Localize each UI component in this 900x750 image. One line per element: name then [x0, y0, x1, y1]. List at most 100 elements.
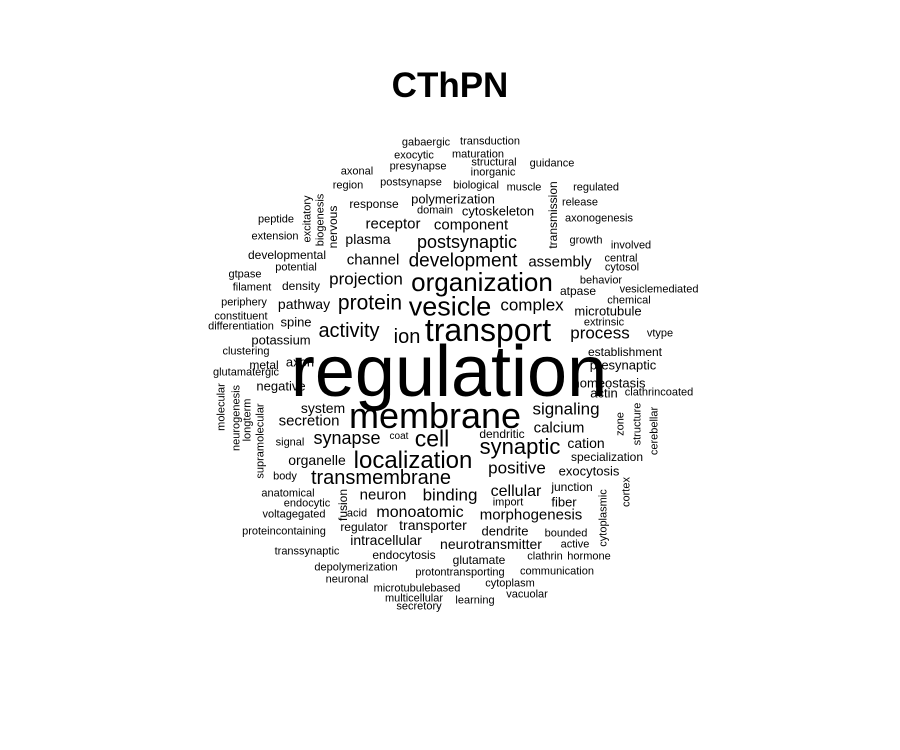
word-neuronal: neuronal	[325, 573, 369, 586]
word-biological: biological	[453, 179, 499, 192]
word-cerebellar: cerebellar	[648, 406, 661, 456]
word-learning: learning	[455, 594, 495, 607]
word-microtubulebased: microtubulebased	[373, 582, 461, 595]
word-cytosol: cytosol	[604, 261, 640, 274]
word-regulator: regulator	[340, 520, 388, 534]
word-structural: structural	[471, 156, 517, 169]
word-density: density	[281, 279, 321, 293]
word-nervous: nervous	[326, 205, 340, 249]
word-intracellular: intracellular	[350, 532, 422, 548]
word-guidance: guidance	[529, 157, 575, 170]
word-protein: protein	[337, 291, 403, 315]
word-vesicle: vesicle	[408, 291, 492, 322]
word-negative: negative	[256, 378, 306, 394]
word-endocytosis: endocytosis	[372, 548, 436, 562]
word-component: component	[433, 216, 509, 234]
word-structure: structure	[631, 402, 644, 446]
word-process: process	[570, 323, 630, 343]
word-filament: filament	[232, 281, 272, 294]
word-body: body	[273, 470, 297, 483]
word-voltagegated: voltagegated	[262, 508, 326, 521]
word-cortex: cortex	[620, 477, 633, 507]
word-membrane: membrane	[348, 395, 522, 436]
word-regulated: regulated	[573, 181, 619, 194]
word-excitatory: excitatory	[301, 195, 314, 243]
word-proteincontaining: proteincontaining	[242, 525, 326, 538]
word-muscle: muscle	[506, 181, 542, 194]
word-behavior: behavior	[579, 274, 623, 287]
word-metal: metal	[249, 358, 279, 372]
word-import: import	[492, 496, 524, 509]
page-title: CThPN	[391, 66, 509, 105]
word-communication: communication	[520, 565, 594, 578]
word-protontransporting: protontransporting	[415, 566, 505, 579]
word-cytoplasm: cytoplasm	[485, 577, 535, 590]
word-multicellular: multicellular	[384, 592, 444, 605]
word-cytoplasmic: cytoplasmic	[597, 489, 610, 547]
word-presynaptic: presynaptic	[589, 357, 657, 373]
word-postsynaptic: postsynaptic	[416, 232, 518, 252]
word-junction: junction	[551, 480, 593, 494]
word-receptor: receptor	[365, 215, 421, 233]
word-depolymerization: depolymerization	[314, 561, 398, 574]
word-involved: involved	[610, 239, 652, 252]
word-development: development	[408, 250, 518, 272]
word-cytoskeleton: cytoskeleton	[461, 203, 535, 219]
word-axonal: axonal	[340, 165, 374, 178]
word-growth: growth	[569, 234, 603, 247]
word-vtype: vtype	[646, 327, 674, 340]
word-transport: transport	[424, 312, 552, 348]
word-transmission: transmission	[546, 181, 560, 249]
word-specialization: specialization	[570, 450, 644, 464]
word-clustering: clustering	[222, 345, 270, 358]
word-cation: cation	[567, 435, 605, 451]
word-anatomical: anatomical	[261, 487, 315, 500]
word-transporter: transporter	[399, 517, 467, 533]
word-secretory: secretory	[396, 600, 442, 613]
word-secretion: secretion	[278, 412, 340, 430]
word-domain: domain	[416, 204, 454, 217]
word-projection: projection	[329, 269, 403, 289]
word-bounded: bounded	[544, 527, 588, 540]
word-organelle: organelle	[288, 452, 346, 468]
word-transsynaptic: transsynaptic	[274, 545, 340, 558]
word-signal: signal	[275, 436, 305, 449]
word-binding: binding	[422, 485, 478, 505]
word-periphery: periphery	[221, 296, 267, 309]
word-molecular: molecular	[215, 383, 228, 431]
word-positive: positive	[488, 458, 546, 478]
word-gabaergic: gabaergic	[401, 136, 451, 149]
word-organization: organization	[411, 267, 553, 297]
word-potassium: potassium	[251, 332, 311, 348]
word-dendrite: dendrite	[481, 523, 529, 539]
word-peptide: peptide	[257, 213, 295, 226]
word-cell: cell	[414, 425, 450, 452]
word-release: release	[561, 196, 599, 209]
word-calcium: calcium	[533, 419, 585, 437]
word-constituent: constituent	[214, 310, 268, 323]
word-differentiation: differentiation	[208, 320, 274, 333]
word-region: region	[332, 179, 364, 192]
word-complex: complex	[500, 295, 564, 315]
word-biogenesis: biogenesis	[314, 193, 327, 247]
word-potential: potential	[275, 261, 317, 274]
word-clathrincoated: clathrincoated	[624, 386, 694, 399]
word-coat: coat	[389, 431, 409, 442]
word-spine: spine	[280, 314, 312, 330]
word-vacuolar: vacuolar	[506, 588, 548, 601]
word-exocytic: exocytic	[394, 149, 434, 162]
word-extrinsic: extrinsic	[583, 316, 625, 329]
word-establishment: establishment	[587, 345, 663, 359]
word-exocytosis: exocytosis	[558, 463, 620, 479]
word-extension: extension	[251, 230, 299, 243]
word-central: central	[604, 252, 638, 265]
word-neuron: neuron	[359, 486, 407, 504]
word-actin: actin	[590, 385, 618, 401]
word-microtubule: microtubule	[574, 303, 642, 319]
word-longterm: longterm	[241, 398, 254, 442]
word-activity: activity	[318, 320, 380, 342]
word-localization: localization	[353, 447, 473, 474]
word-vesiclemediated: vesiclemediated	[619, 283, 699, 296]
word-axon: axon	[285, 354, 315, 370]
